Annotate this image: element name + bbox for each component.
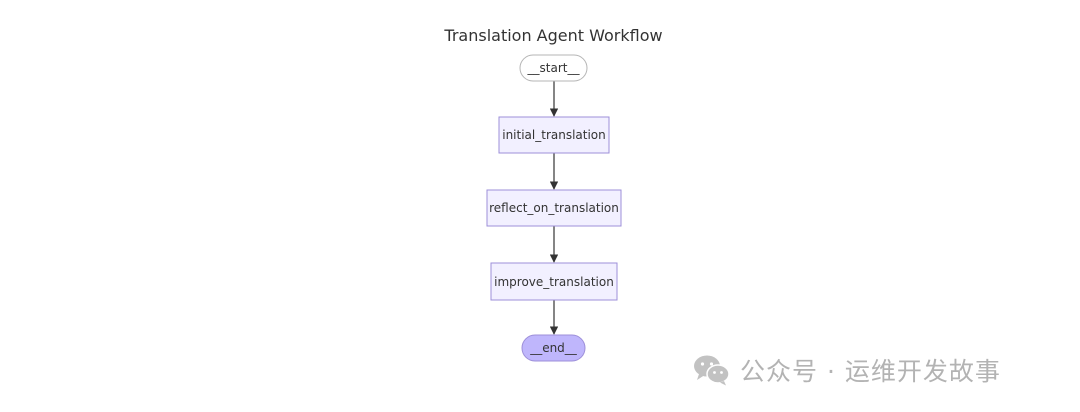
- node-reflect-on-translation: reflect_on_translation: [486, 189, 622, 227]
- watermark: 公众号 · 运维开发故事: [692, 353, 1001, 387]
- node-improve-translation: improve_translation: [490, 262, 618, 301]
- node-initial-translation: initial_translation: [498, 116, 610, 154]
- node-improve-translation-label: improve_translation: [494, 275, 614, 289]
- node-start-label: __start__: [527, 61, 581, 75]
- node-start-shape: [519, 54, 588, 82]
- node-reflect-on-translation-label: reflect_on_translation: [489, 201, 619, 215]
- node-end: __end__: [521, 334, 586, 362]
- diagram-title: Translation Agent Workflow: [444, 26, 663, 45]
- watermark-text: 公众号 · 运维开发故事: [740, 357, 1001, 386]
- node-reflect-on-translation-shape: [486, 189, 622, 227]
- node-end-shape: [521, 334, 586, 362]
- node-improve-translation-shape: [490, 262, 618, 301]
- node-initial-translation-label: initial_translation: [502, 128, 606, 142]
- wechat-icon: [694, 355, 730, 386]
- node-start: __start__: [519, 54, 588, 82]
- node-end-label: __end__: [529, 341, 578, 355]
- node-initial-translation-shape: [498, 116, 610, 154]
